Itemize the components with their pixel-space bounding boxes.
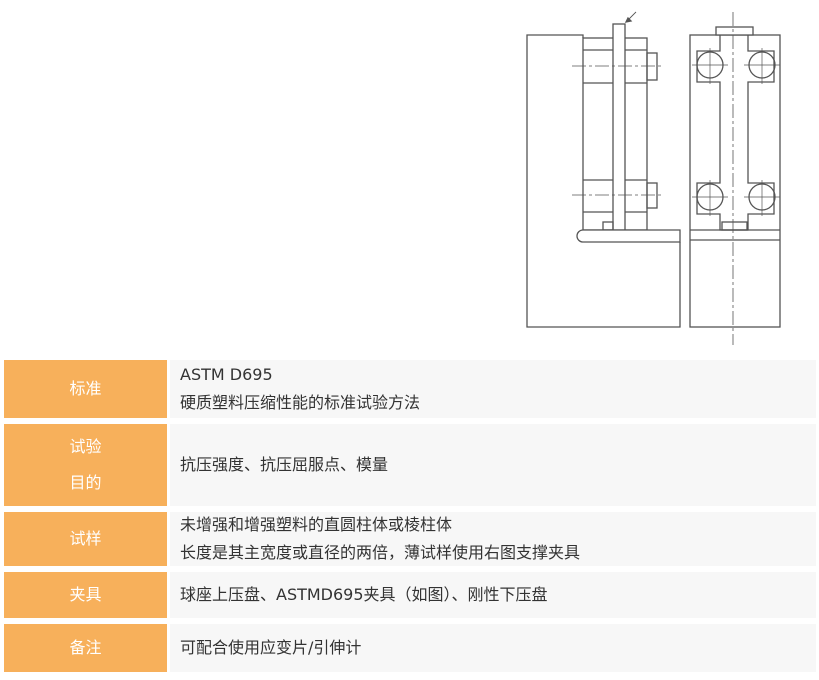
value-text: 球座上压盘、ASTMD695夹具（如图）、刚性下压盘 — [180, 585, 548, 604]
label-text: 备注 — [69, 638, 102, 657]
row-value: 球座上压盘、ASTMD695夹具（如图）、刚性下压盘 — [170, 572, 816, 618]
front-view — [689, 12, 781, 345]
table-row-fixture: 夹具 球座上压盘、ASTMD695夹具（如图）、刚性下压盘 — [4, 572, 816, 618]
row-label: 试验 目的 — [4, 424, 167, 506]
label-text: 试验 — [69, 437, 102, 456]
label-text: 标准 — [69, 379, 102, 398]
row-value: 抗压强度、抗压屈服点、模量 — [170, 424, 816, 506]
value-text: 长度是其主宽度或直径的两倍，薄试样使用右图支撑夹具 — [180, 543, 581, 562]
table-row-standard: 标准 ASTM D695 硬质塑料压缩性能的标准试验方法 — [4, 360, 816, 418]
row-value: 可配合使用应变片/引伸计 — [170, 624, 816, 672]
value-text: 抗压强度、抗压屈服点、模量 — [180, 455, 389, 474]
row-value: 未增强和增强塑料的直圆柱体或棱柱体 长度是其主宽度或直径的两倍，薄试样使用右图支… — [170, 512, 816, 566]
value-text: 硬质塑料压缩性能的标准试验方法 — [180, 393, 421, 412]
label-text: 目的 — [69, 473, 102, 492]
value-text: ASTM D695 — [180, 365, 273, 384]
fixture-drawing — [526, 11, 781, 345]
row-value: ASTM D695 硬质塑料压缩性能的标准试验方法 — [170, 360, 816, 418]
table-row-purpose: 试验 目的 抗压强度、抗压屈服点、模量 — [4, 424, 816, 506]
side-view — [526, 11, 681, 328]
value-text: 可配合使用应变片/引伸计 — [180, 638, 362, 657]
row-label: 试样 — [4, 512, 167, 566]
row-label: 标准 — [4, 360, 167, 418]
label-text: 夹具 — [69, 585, 102, 604]
label-text: 试样 — [69, 529, 102, 548]
table-row-notes: 备注 可配合使用应变片/引伸计 — [4, 624, 816, 672]
row-label: 备注 — [4, 624, 167, 672]
table-row-specimen: 试样 未增强和增强塑料的直圆柱体或棱柱体 长度是其主宽度或直径的两倍，薄试样使用… — [4, 512, 816, 566]
value-text: 未增强和增强塑料的直圆柱体或棱柱体 — [180, 515, 453, 534]
row-label: 夹具 — [4, 572, 167, 618]
